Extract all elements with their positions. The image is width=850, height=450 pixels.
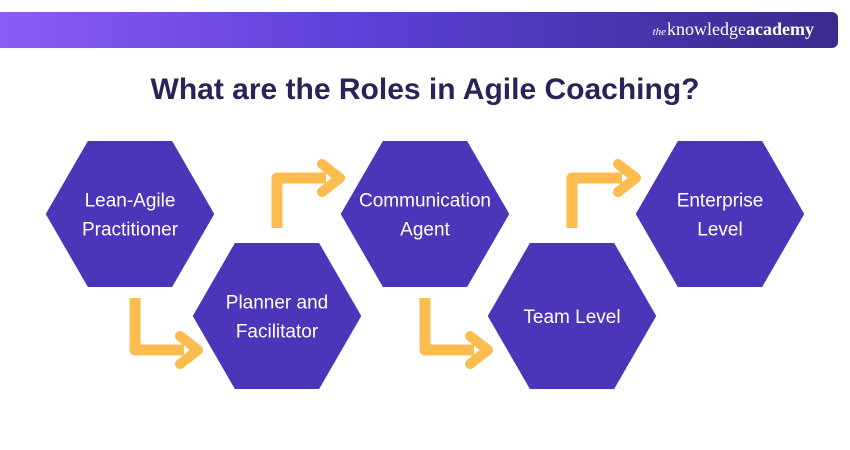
arrow-head-icon bbox=[465, 331, 493, 369]
role-label-1-line2: Practitioner bbox=[82, 220, 179, 241]
arrow-head-icon bbox=[317, 159, 345, 197]
arrow-line bbox=[419, 298, 474, 356]
hexagon-shape bbox=[337, 138, 513, 290]
role-label-4-line1: Team Level bbox=[523, 307, 620, 328]
arrow-line bbox=[566, 172, 622, 228]
logo-the: the bbox=[652, 26, 667, 38]
logo-academy: academy bbox=[746, 19, 814, 39]
hexagon-shape bbox=[632, 138, 808, 290]
header-banner: theknowledgeacademy bbox=[0, 12, 838, 48]
page-title: What are the Roles in Agile Coaching? bbox=[150, 73, 700, 106]
arrow-1-to-2 bbox=[129, 298, 203, 369]
role-label-3-line1: Communication bbox=[359, 191, 491, 212]
role-label-3-line2: Agent bbox=[400, 220, 450, 241]
arrow-3-to-4 bbox=[419, 298, 493, 369]
role-label-2-line2: Facilitator bbox=[236, 322, 319, 343]
role-label-5-line2: Level bbox=[697, 220, 742, 241]
role-label-5-line1: Enterprise bbox=[677, 191, 764, 212]
hexagon-shape bbox=[484, 240, 660, 392]
arrow-2-to-3 bbox=[271, 159, 345, 228]
role-label-2-line1: Planner and bbox=[226, 293, 328, 314]
arrow-4-to-5 bbox=[566, 159, 641, 228]
arrow-line bbox=[129, 298, 184, 356]
arrow-head-icon bbox=[613, 159, 641, 197]
arrow-line bbox=[271, 172, 326, 228]
logo-knowledge: knowledge bbox=[667, 19, 747, 39]
brand-logo: theknowledgeacademy bbox=[653, 19, 814, 40]
hexagon-shape bbox=[189, 240, 365, 392]
role-hexagon-4: Team Level bbox=[484, 240, 660, 392]
connector-arrows bbox=[129, 159, 641, 369]
role-label-1-line1: Lean-Agile bbox=[85, 191, 176, 212]
arrow-head-icon bbox=[175, 331, 203, 369]
hexagon-shape bbox=[42, 138, 218, 290]
